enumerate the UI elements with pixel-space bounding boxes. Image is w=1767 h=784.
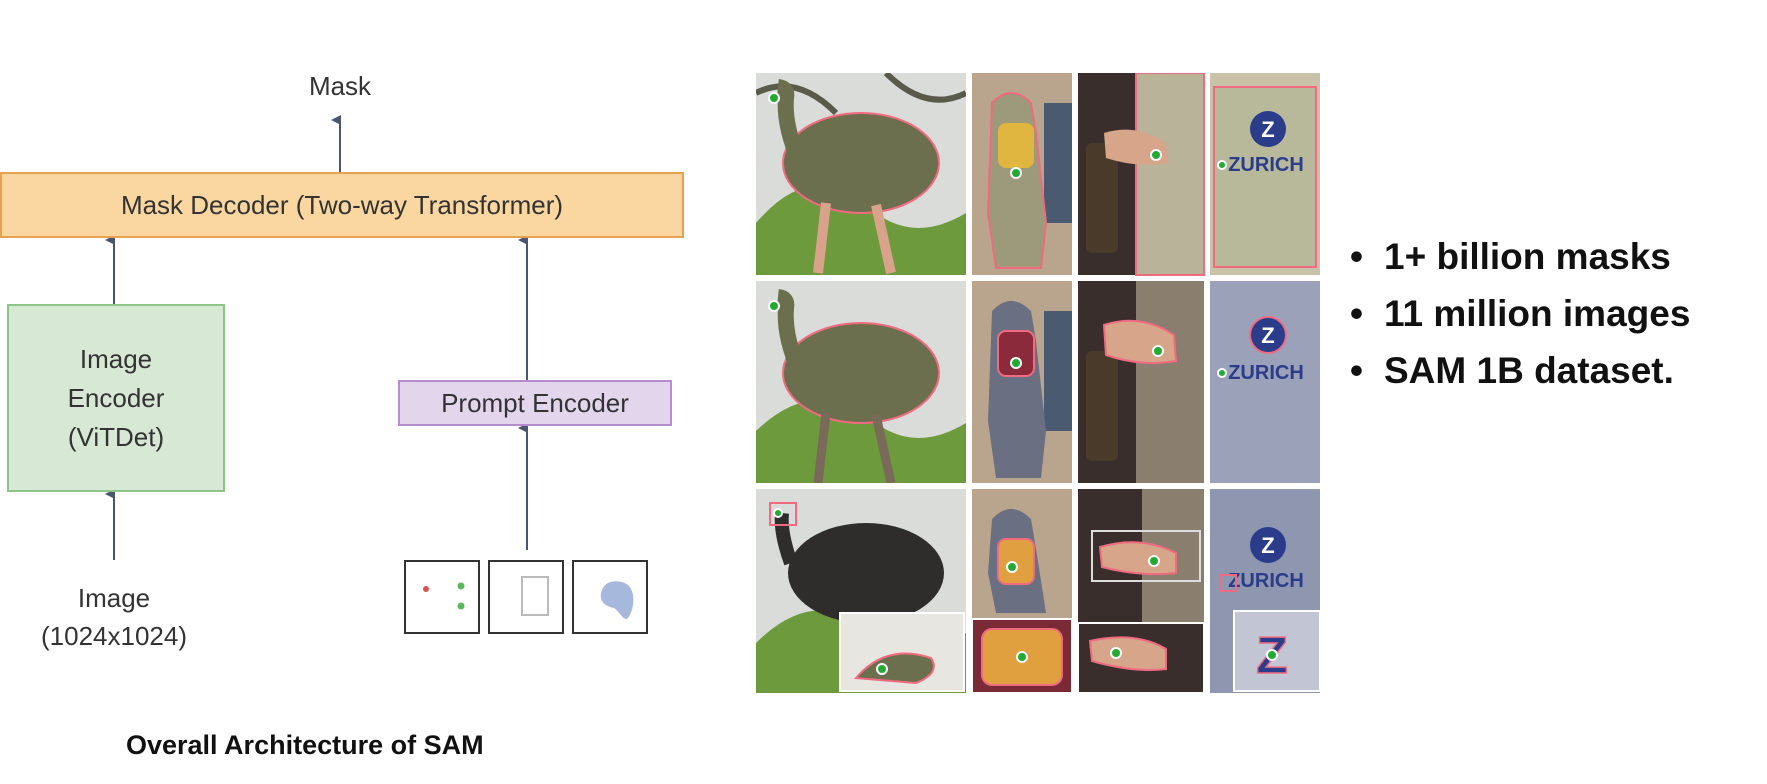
sign-cell-1: Z ZURICH [1210, 73, 1320, 275]
image-encoder-box: Image Encoder (ViTDet) [7, 304, 225, 492]
ostrich-cell-3 [756, 489, 966, 693]
hand-cell-1 [1078, 73, 1205, 276]
bullet-item: • 11 million images [1350, 285, 1690, 342]
image-input-label: Image (1024x1024) [4, 580, 224, 655]
mask-prompt-icon [572, 560, 648, 634]
mask-output-label: Mask [308, 71, 372, 101]
sign-logo-text-2: Z [1261, 323, 1274, 348]
hand-cell-2 [1078, 281, 1204, 483]
mask-decoder-box: Mask Decoder (Two-way Transformer) [0, 172, 684, 238]
sign-text-2: ZURICH [1228, 362, 1304, 384]
backpack-cell-1 [972, 73, 1072, 275]
sign-cell-2: Z ZURICH [1210, 281, 1320, 483]
bullet-item: • SAM 1B dataset. [1350, 342, 1690, 399]
bullet-text: SAM 1B dataset. [1384, 350, 1674, 391]
prompt-encoder-label: Prompt Encoder [441, 387, 629, 418]
image-encoder-line-3: (ViTDet) [67, 421, 165, 452]
bullet-text: 1+ billion masks [1384, 236, 1671, 277]
backpack-cell-3 [971, 489, 1073, 693]
hand-cell-3 [1077, 489, 1205, 693]
figure-caption: Overall Architecture of SAM [126, 730, 484, 760]
ostrich-cell-1 [756, 73, 966, 275]
hand-column [1077, 73, 1205, 693]
backpack-column [971, 73, 1073, 693]
prompt-encoder-box: Prompt Encoder [398, 380, 672, 426]
mask-prompt-drawing [600, 581, 634, 619]
image-input-line-2: (1024x1024) [41, 620, 187, 651]
backpack-cell-2 [972, 281, 1072, 483]
segmentation-examples-grid: Z ZURICH Z ZURICH Z ZURICH Z [756, 73, 1320, 693]
bullet-dot-icon: • [1350, 293, 1363, 334]
ostrich-cell-2 [756, 281, 966, 483]
bullet-dot-icon: • [1350, 350, 1363, 391]
sign-text-1: ZURICH [1228, 154, 1304, 176]
point-prompt-drawing [423, 582, 465, 610]
dataset-facts-list: • 1+ billion masks • 11 million images • SA… [1350, 228, 1690, 399]
ostrich-column [756, 73, 966, 693]
image-encoder-line-1: Image [79, 343, 153, 374]
bullet-dot-icon: • [1350, 236, 1363, 277]
arrows-layer [105, 115, 528, 560]
box-prompt-drawing [521, 576, 549, 616]
sign-cell-3: Z ZURICH Z [1210, 489, 1320, 693]
bullet-item: • 1+ billion masks [1350, 228, 1690, 285]
point-prompt-icon [404, 560, 480, 634]
bullet-text: 11 million images [1384, 293, 1691, 334]
mask-decoder-label: Mask Decoder (Two-way Transformer) [120, 189, 564, 220]
sign-text-3: ZURICH [1228, 570, 1304, 592]
image-input-line-1: Image [77, 583, 151, 613]
grid-lines [756, 73, 1320, 693]
box-prompt-icon [488, 560, 564, 634]
sign-logo-text-3: Z [1261, 533, 1274, 558]
sign-logo-text-1: Z [1261, 117, 1274, 142]
sign-column: Z ZURICH Z ZURICH Z ZURICH Z [1210, 73, 1320, 693]
image-encoder-line-2: Encoder [67, 382, 165, 413]
